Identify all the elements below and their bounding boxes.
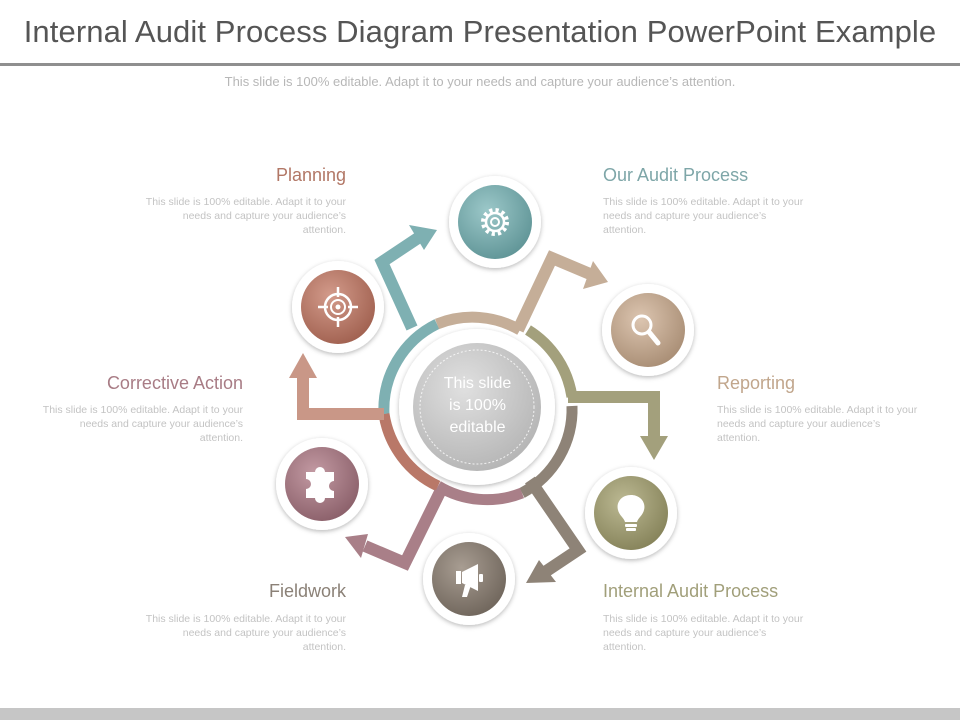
arrow-to-internal-audit-process [568,391,660,440]
arrow-to-corrective-action [362,489,446,571]
title-divider [0,63,960,66]
arrowhead-brown [526,560,556,583]
arrow-to-fieldwork [525,476,587,577]
planning-description: This slide is 100% editable. Adapt it to… [145,196,346,236]
ring-segment-tan [434,311,523,335]
center-label: This slide is 100% editable [420,373,535,439]
arrowhead-teal [409,225,437,250]
gear-icon [481,208,509,236]
node-our-audit-process [449,176,541,268]
corrective-action-heading: Corrective Action [106,373,243,393]
center-dotted-ring [419,349,535,465]
megaphone-icon [456,564,483,597]
footer-bar [0,708,960,720]
arrowhead-olive [640,436,668,460]
arrow-to-planning [297,375,384,420]
reporting-description: This slide is 100% editable. Adapt it to… [717,404,918,444]
arrow-to-our-audit-process [374,233,422,331]
our-audit-process-heading: Our Audit Process [603,165,749,185]
node-corrective-action [276,438,368,530]
arrow-to-reporting [512,250,593,333]
internal-audit-process-description: This slide is 100% editable. Adapt it to… [603,613,804,653]
ring-segment-teal [378,319,440,415]
ring-segment-rose [378,413,441,491]
target-icon [318,287,358,327]
arrowhead-tan [583,261,608,289]
arrowhead-mauve [345,534,368,558]
reporting-heading: Reporting [717,373,796,393]
ring-segment-olive [524,325,578,398]
fieldwork-description: This slide is 100% editable. Adapt it to… [145,613,346,653]
center-label-line-1: This slide [443,375,512,392]
node-reporting [602,284,694,376]
node-fieldwork [423,533,515,625]
arrowhead-rose [289,353,317,378]
node-planning [292,261,384,353]
ring-segment-mauve [435,481,525,506]
center-label-line-3: editable [449,419,506,436]
internal-audit-process-heading: Internal Audit Process [603,581,779,601]
center-circle [413,343,541,471]
planning-heading: Planning [275,165,346,185]
our-audit-process-description: This slide is 100% editable. Adapt it to… [603,196,804,236]
magnifier-icon [631,314,661,346]
puzzle-icon [306,467,334,503]
center-label-line-2: is 100% [449,397,506,414]
lightbulb-icon [617,495,645,531]
node-internal-audit-process [585,467,677,559]
slide-title: Internal Audit Process Diagram Presentat… [23,14,937,49]
corrective-action-description: This slide is 100% editable. Adapt it to… [42,404,243,444]
slide-subtitle: This slide is 100% editable. Adapt it to… [224,74,736,89]
fieldwork-heading: Fieldwork [268,581,346,601]
